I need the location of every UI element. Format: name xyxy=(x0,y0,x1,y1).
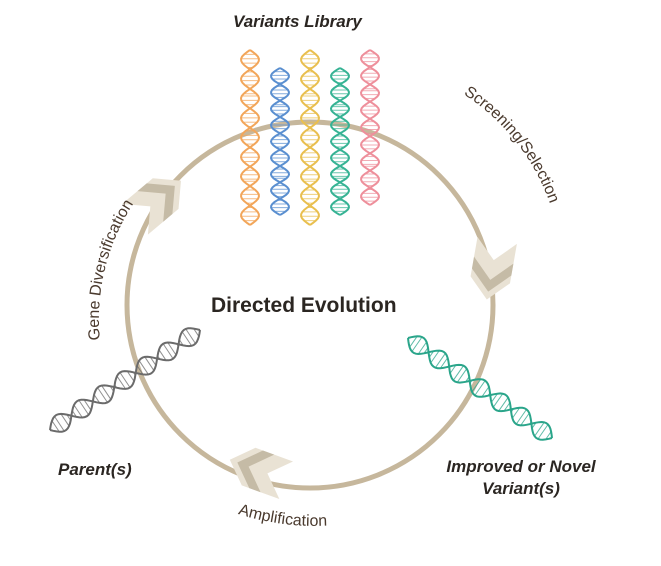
dna-rung xyxy=(435,353,445,367)
improved-variant-label-line2: Variant(s) xyxy=(436,478,606,500)
parent-dna xyxy=(50,328,200,431)
dna-rung xyxy=(453,366,463,381)
library-dna-strand-2 xyxy=(271,68,289,215)
library-dna-strand-1 xyxy=(241,50,259,225)
improved-variant-label: Improved or Novel Variant(s) xyxy=(436,456,606,500)
improved-variant-dna-helix xyxy=(408,336,552,439)
dna-rung xyxy=(516,409,526,424)
step-label-amplification: Amplification xyxy=(237,501,328,529)
dna-rung xyxy=(535,422,545,436)
dna-rung xyxy=(54,416,64,431)
parents-label: Parent(s) xyxy=(58,460,132,480)
step-label-screening-selection: Screening/Selection xyxy=(461,83,562,205)
dna-rung xyxy=(102,386,111,400)
dna-rung xyxy=(412,337,422,352)
dna-rung xyxy=(457,369,466,383)
improved-variant-label-line1: Improved or Novel xyxy=(436,456,606,478)
dna-rung xyxy=(538,424,548,439)
dna-rung xyxy=(163,344,173,359)
chevron-arrow-screening xyxy=(467,237,517,303)
dna-rung xyxy=(182,332,191,346)
library-dna-strand-4 xyxy=(331,68,349,215)
improved-dna xyxy=(408,336,552,439)
dna-rung xyxy=(120,373,130,388)
variants-library-dna-group xyxy=(241,50,379,225)
parent-dna-helix xyxy=(50,328,200,431)
dna-rung xyxy=(145,357,154,371)
variants-library-label: Variants Library xyxy=(233,12,362,32)
dna-rung xyxy=(499,398,508,411)
library-dna-strand-3 xyxy=(301,50,319,225)
dna-rung xyxy=(79,400,89,415)
dna-rung xyxy=(98,388,108,403)
dna-rung xyxy=(186,329,196,344)
diagram-title: Directed Evolution xyxy=(211,294,397,318)
dna-rung xyxy=(493,394,502,408)
